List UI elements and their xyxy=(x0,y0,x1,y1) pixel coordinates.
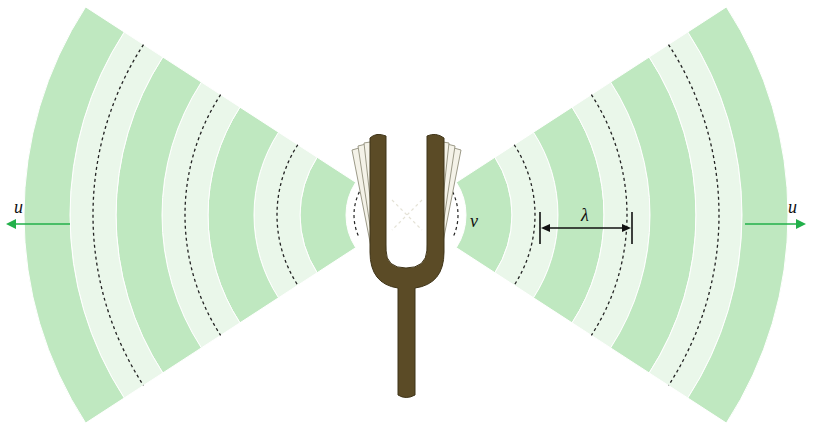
velocity-arrow xyxy=(6,219,806,229)
wave-front xyxy=(669,45,719,386)
wave-front xyxy=(514,145,535,286)
velocity-label: u xyxy=(788,198,797,216)
wave-front xyxy=(277,145,298,286)
compression-band xyxy=(688,7,788,423)
compression-band xyxy=(24,7,124,423)
velocity-label: u xyxy=(14,198,23,216)
wave-front xyxy=(354,192,359,238)
prong-ghost xyxy=(352,141,461,252)
wavelength-label: λ xyxy=(581,206,589,224)
fork-body xyxy=(370,134,444,397)
wave-front xyxy=(185,95,221,336)
wave-front xyxy=(453,192,458,238)
wave-front xyxy=(591,95,627,336)
wave-front xyxy=(93,45,143,386)
frequency-label: ν xyxy=(470,212,478,230)
